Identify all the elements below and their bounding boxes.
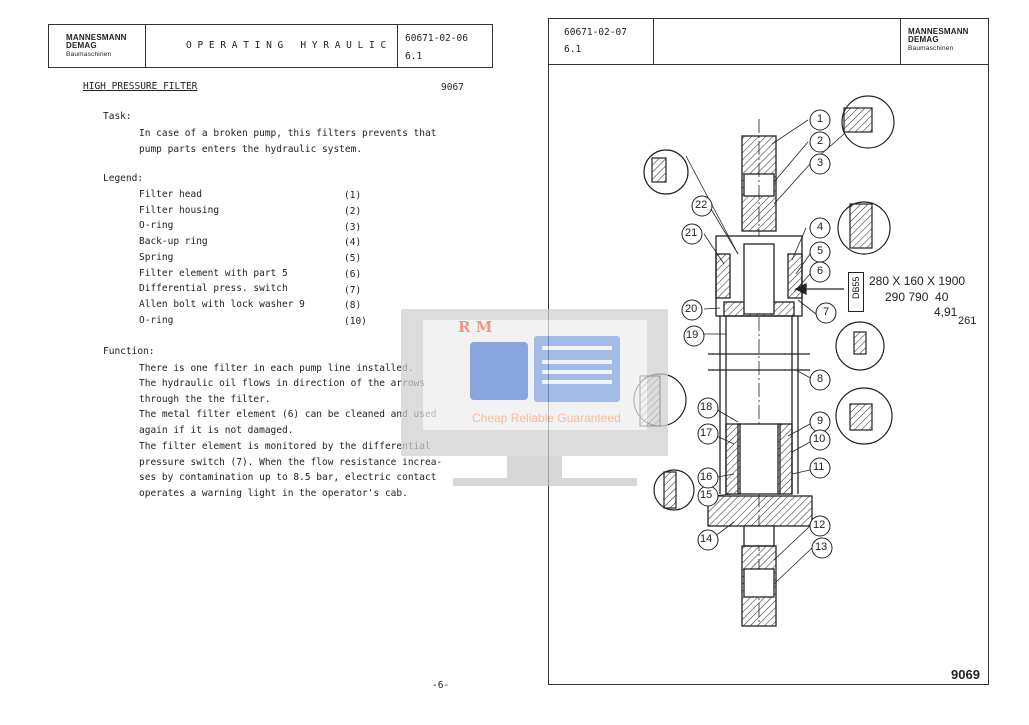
callout-7: 7: [823, 306, 830, 318]
left-doc-rev: 6.1: [405, 51, 423, 62]
legend-item-num: (3): [344, 222, 362, 233]
legend-item-num: (5): [344, 253, 362, 264]
right-header-divider: [653, 18, 654, 64]
spec-label: DB55: [851, 276, 861, 299]
spec-line4: 261: [958, 315, 977, 327]
left-doc-code: 60671-02-06: [405, 33, 468, 44]
callout-11: 11: [813, 461, 825, 473]
wrench-icon: [470, 342, 528, 400]
section-title: HIGH PRESSURE FILTER: [83, 81, 198, 92]
watermark-logo-letters: R M: [458, 318, 493, 336]
legend-item-num: (4): [344, 237, 362, 248]
figure-number: 9069: [951, 667, 980, 682]
brand-line1: MANNESMANN: [908, 27, 969, 36]
function-line: The metal filter element (6) can be clea…: [139, 409, 437, 420]
left-header-divider: [397, 24, 398, 68]
callout-17: 17: [700, 427, 713, 439]
legend-item-name: Filter housing: [139, 205, 220, 216]
legend-item-name: Filter element with part 5: [139, 268, 288, 279]
document-icon: [534, 336, 620, 402]
legend-item-name: O-ring: [139, 315, 174, 326]
section-number: 9067: [441, 82, 464, 93]
legend-item-num: (8): [344, 300, 362, 311]
watermark-tagline: Cheap Reliable Guaranteed: [472, 411, 621, 425]
legend-item-name: Back-up ring: [139, 236, 208, 247]
function-line: The hydraulic oil flows in direction of …: [139, 378, 425, 389]
page-number: -6-: [432, 680, 450, 691]
right-doc-rev: 6.1: [564, 44, 582, 55]
callout-4: 4: [817, 221, 824, 233]
callout-15: 15: [700, 489, 713, 501]
callout-13: 13: [815, 541, 828, 553]
legend-item-name: Differential press. switch: [139, 283, 288, 294]
leader-lines: [685, 119, 845, 585]
task-line: pump parts enters the hydraulic system.: [139, 144, 363, 155]
brand-line3: Baumaschinen: [908, 45, 954, 52]
watermark-monitor-neck: [507, 456, 562, 478]
left-header-title: O P E R A T I N G H Y R A U L I C: [186, 40, 387, 51]
function-line: through the the filter.: [139, 394, 271, 405]
callout-3: 3: [817, 157, 824, 169]
legend-item-name: Spring: [139, 252, 174, 263]
legend-item-num: (10): [344, 316, 367, 327]
callout-21: 21: [685, 227, 698, 239]
spec-line3: 4,91: [934, 305, 958, 319]
spec-line2: 290 790 40: [885, 290, 949, 304]
callout-8: 8: [817, 373, 824, 385]
right-brand-logo: MANNESMANN DEMAG Baumaschinen: [908, 28, 969, 53]
brand-line2: DEMAG: [908, 35, 939, 44]
left-brand-logo: MANNESMANN DEMAG Baumaschinen: [66, 34, 127, 59]
callout-1: 1: [817, 113, 824, 125]
callout-19: 19: [686, 329, 699, 341]
function-line: pressure switch (7). When the flow resis…: [139, 457, 443, 468]
drawing-body: [707, 119, 844, 627]
function-line: The filter element is monitored by the d…: [139, 441, 431, 452]
callout-20: 20: [685, 303, 698, 315]
brand-line1: MANNESMANN: [66, 33, 127, 42]
function-line: operates a warning light in the operator…: [139, 488, 408, 499]
spec-line1: 280 X 160 X 1900: [869, 274, 966, 288]
callout-6: 6: [817, 265, 824, 277]
right-doc-code: 60671-02-07: [564, 27, 627, 38]
legend-item-name: O-ring: [139, 220, 174, 231]
brand-line2: DEMAG: [66, 41, 97, 50]
task-label: Task:: [103, 111, 132, 122]
legend-label: Legend:: [103, 173, 144, 184]
watermark-monitor-base: [453, 478, 637, 486]
legend-item-num: (1): [344, 190, 362, 201]
left-header-box: [48, 24, 493, 68]
left-header-divider: [145, 24, 146, 68]
function-line: again if it is not damaged.: [139, 425, 294, 436]
function-label: Function:: [103, 346, 155, 357]
spec-label-box: [848, 272, 864, 312]
legend-item-num: (6): [344, 269, 362, 280]
legend-item-name: Filter head: [139, 189, 202, 200]
brand-line3: Baumaschinen: [66, 51, 112, 58]
callout-5: 5: [817, 245, 824, 257]
legend-item-num: (2): [344, 206, 362, 217]
callout-10: 10: [813, 433, 826, 445]
callout-14: 14: [700, 533, 713, 545]
callout-16: 16: [700, 471, 713, 483]
callout-2: 2: [817, 135, 824, 147]
callout-18: 18: [700, 401, 713, 413]
function-line: There is one filter in each pump line in…: [139, 363, 414, 374]
legend-item-name: Allen bolt with lock washer 9: [139, 299, 305, 310]
callout-12: 12: [813, 519, 826, 531]
function-line: ses by contamination up to 8.5 bar, elec…: [139, 472, 437, 483]
task-line: In case of a broken pump, this filters p…: [139, 128, 437, 139]
right-header-divider: [900, 18, 901, 64]
legend-item-num: (7): [344, 285, 362, 296]
filter-section-drawing: [633, 95, 895, 627]
callout-circles: [681, 109, 837, 559]
right-header-rule: [548, 64, 989, 65]
callout-9: 9: [817, 415, 824, 427]
callout-22: 22: [695, 199, 708, 211]
